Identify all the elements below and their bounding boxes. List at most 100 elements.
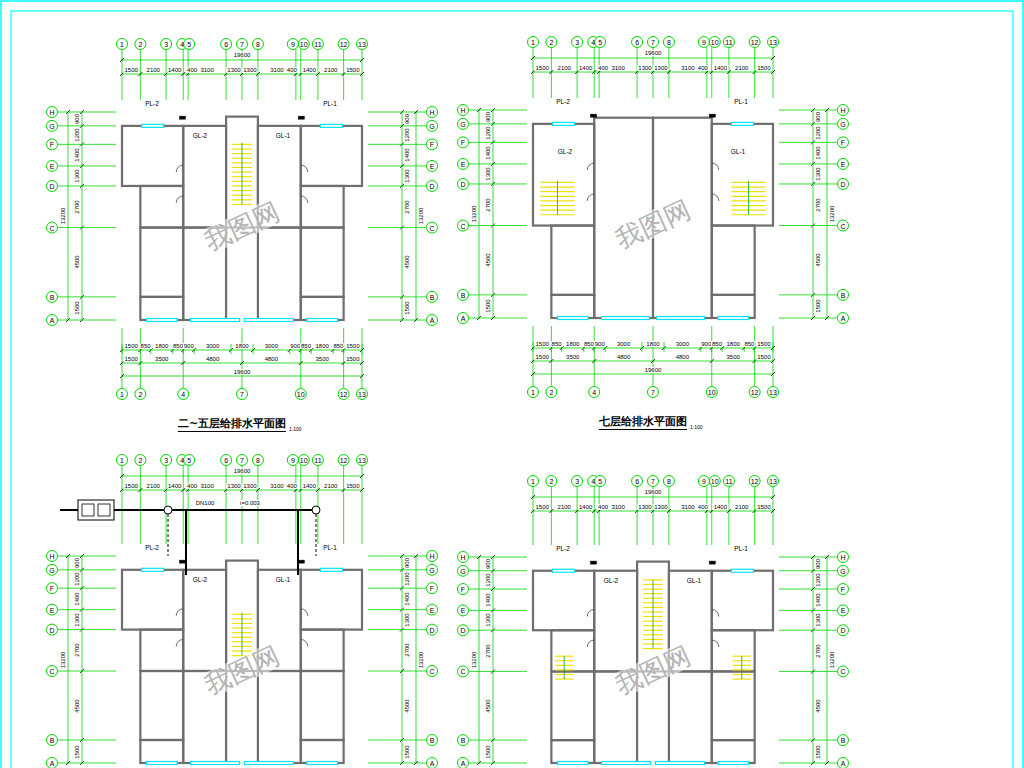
grid-letter: C: [840, 222, 845, 229]
grid-line: [368, 296, 426, 297]
grid-bubble: [237, 389, 248, 400]
grid-bubble: [287, 455, 298, 466]
grid-bubble: [572, 37, 583, 48]
room-wall: [712, 740, 755, 763]
room-wall: [669, 671, 712, 763]
grid-line: [779, 123, 837, 124]
grid-bubble: [632, 476, 643, 487]
window: [718, 317, 749, 320]
dimension-text: 1400: [578, 65, 593, 71]
dimension-tick: [771, 495, 775, 499]
dimension-tick: [771, 70, 775, 74]
dimension-text: 1500: [404, 301, 410, 316]
grid-letter: G: [460, 120, 465, 127]
grid-bubble: [458, 735, 469, 746]
grid-line: [368, 112, 426, 113]
grid-line: [711, 486, 712, 545]
dimension-tick: [549, 70, 553, 74]
window: [557, 762, 588, 765]
room-wall: [301, 126, 362, 186]
grid-bubble: [252, 39, 263, 50]
dimension-line: [402, 112, 403, 320]
grid-letter: G: [840, 120, 845, 127]
grid-bubble: [458, 313, 469, 324]
grid-bubble: [221, 39, 232, 50]
grid-line: [779, 589, 837, 590]
grid-number: 7: [651, 39, 655, 46]
grid-number: 6: [224, 41, 228, 48]
grid-line: [58, 185, 116, 186]
pipe-block: [298, 560, 304, 563]
dimension-tick: [120, 58, 124, 62]
dimension-text: 4500: [404, 255, 410, 270]
grid-number: 9: [291, 41, 295, 48]
dimension-text: 900: [74, 557, 80, 569]
grid-number: 1: [531, 478, 535, 485]
grid-bubble: [648, 387, 659, 398]
grid-letter: B: [430, 737, 435, 744]
grid-line: [300, 328, 301, 388]
dimension-text: 19600: [644, 50, 663, 56]
grid-line: [469, 123, 527, 124]
grid-bubble: [47, 139, 58, 150]
grid-line: [779, 630, 837, 631]
dimension-line: [533, 374, 773, 375]
grid-number: 9: [702, 478, 706, 485]
dimension-tick: [825, 761, 829, 765]
meter-box: [98, 504, 110, 516]
dimension-tick: [825, 108, 829, 112]
dimension-tick: [771, 372, 775, 376]
dimension-text: 1300: [637, 504, 652, 510]
dimension-text: 2700: [404, 643, 410, 658]
scale-text: 1:100: [289, 426, 302, 431]
dimension-tick: [299, 361, 303, 365]
grid-bubble: [838, 137, 849, 148]
dimension-text: 1300: [653, 504, 668, 510]
grid-letter: A: [461, 315, 466, 322]
door-swing: [587, 610, 594, 617]
grid-line: [58, 569, 116, 570]
door-swing: [301, 609, 308, 616]
grid-bubble: [184, 455, 195, 466]
grid-letter: A: [841, 315, 846, 322]
dimension-tick: [360, 488, 364, 492]
grid-line: [140, 328, 141, 388]
dimension-text: 1800: [565, 341, 580, 347]
dimension-tick: [414, 554, 418, 558]
dimension-text: 1500: [756, 354, 771, 360]
pipe-note: DN100: [195, 500, 216, 506]
grid-line: [362, 344, 363, 354]
grid-bubble: [528, 476, 539, 487]
dimension-text: 3000: [205, 343, 220, 349]
grid-bubble: [47, 604, 58, 615]
grid-letter: D: [49, 626, 54, 633]
grid-line: [58, 165, 116, 166]
grid-line: [183, 328, 184, 388]
window: [142, 124, 164, 127]
grid-line: [58, 296, 116, 297]
dimension-tick: [825, 316, 829, 320]
watermark: 我图网: [200, 197, 283, 254]
dimension-text: 4500: [485, 253, 491, 268]
grid-bubble: [427, 551, 438, 562]
grid-line: [368, 588, 426, 589]
dimension-tick: [531, 56, 535, 60]
grid-letter: C: [49, 668, 54, 675]
grid-number: 1: [120, 41, 124, 48]
pipe-block: [180, 560, 186, 563]
grid-bubble: [357, 389, 368, 400]
grid-line: [779, 570, 837, 571]
dimension-text: 1200: [404, 127, 410, 142]
dimension-line: [493, 110, 494, 318]
grid-letter: F: [50, 141, 54, 148]
grid-bubble: [135, 389, 146, 400]
grid-letter: H: [49, 109, 54, 116]
grid-line: [469, 225, 527, 226]
dimension-text: 3100: [680, 504, 695, 510]
grid-letter: F: [461, 139, 465, 146]
door-swing: [301, 639, 308, 646]
grid-line: [577, 486, 578, 545]
drawing-title: 二~五层给排水平面图: [178, 418, 286, 432]
dimension-text: 1800: [726, 341, 741, 347]
door-swing: [301, 165, 308, 172]
